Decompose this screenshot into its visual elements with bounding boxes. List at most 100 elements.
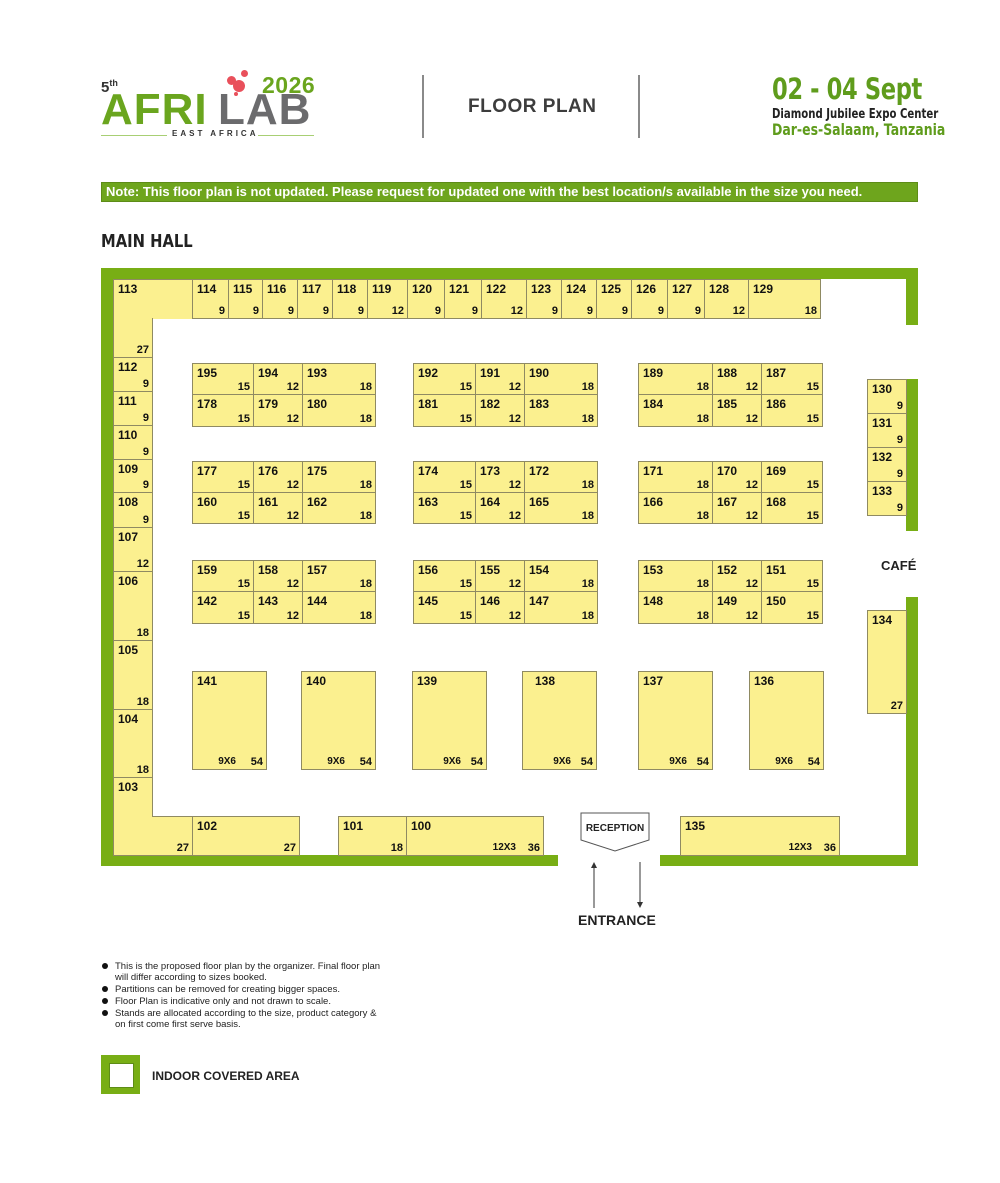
booth-103[interactable]: 103 xyxy=(113,777,153,817)
booth-size: 12 xyxy=(286,381,299,393)
booth-103-lower[interactable]: 27 xyxy=(113,816,193,856)
booth-113[interactable]: 113 xyxy=(113,279,193,319)
booth-113-lower[interactable]: 27 xyxy=(113,318,153,358)
booth-number: 132 xyxy=(872,450,893,464)
